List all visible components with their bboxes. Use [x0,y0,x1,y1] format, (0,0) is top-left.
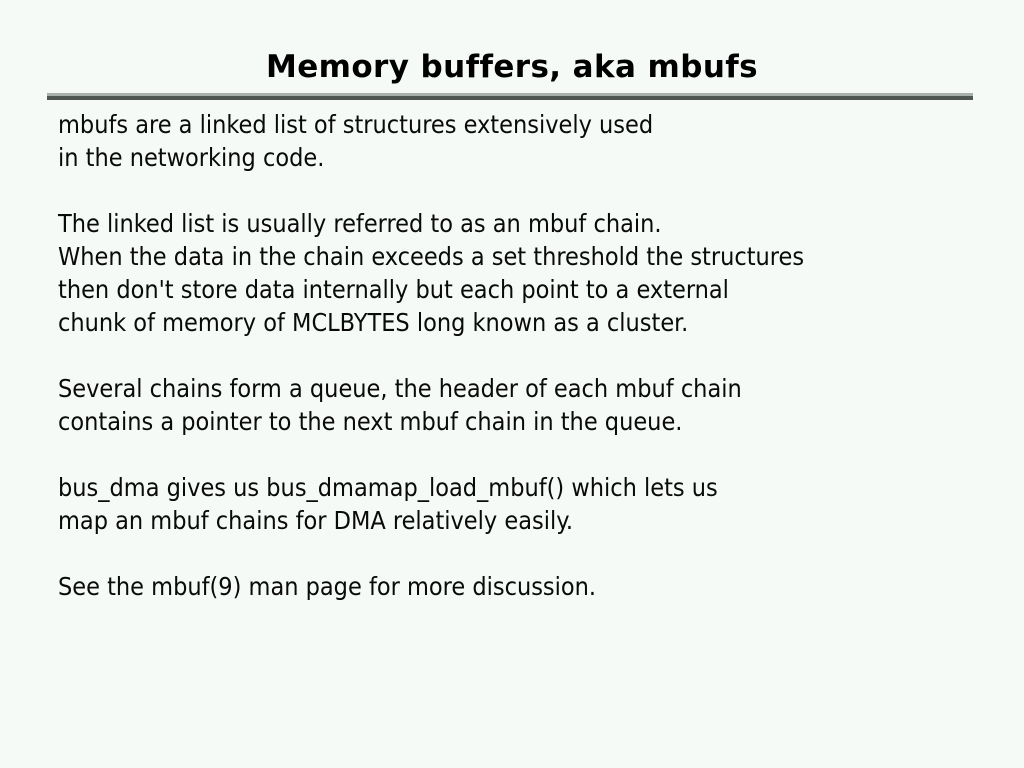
body-line: Several chains form a queue, the header … [58,374,742,403]
slide-body: mbufs are a linked list of structures ex… [58,108,998,603]
body-line: contains a pointer to the next mbuf chai… [58,407,683,436]
title-divider-dark-band [47,96,973,100]
body-line: then don't store data internally but eac… [58,275,729,304]
body-line: When the data in the chain exceeds a set… [58,242,805,271]
paragraph-intro: mbufs are a linked list of structures ex… [58,108,998,174]
paragraph-bus-dma: bus_dma gives us bus_dmamap_load_mbuf() … [58,471,998,537]
paragraph-see-also: See the mbuf(9) man page for more discus… [58,570,998,603]
paragraph-chain-description: The linked list is usually referred to a… [58,207,998,339]
paragraph-queue-description: Several chains form a queue, the header … [58,372,998,438]
body-line: See the mbuf(9) man page for more discus… [58,572,597,601]
body-line: bus_dma gives us bus_dmamap_load_mbuf() … [58,473,718,502]
body-line: chunk of memory of MCLBYTES long known a… [58,308,689,337]
body-line: mbufs are a linked list of structures ex… [58,110,654,139]
title-divider [47,93,973,100]
body-line: in the networking code. [58,143,325,172]
title-divider-light-band [47,93,973,96]
body-line: The linked list is usually referred to a… [58,209,662,238]
body-line: map an mbuf chains for DMA relatively ea… [58,506,574,535]
page-title: Memory buffers, aka mbufs [265,49,759,85]
